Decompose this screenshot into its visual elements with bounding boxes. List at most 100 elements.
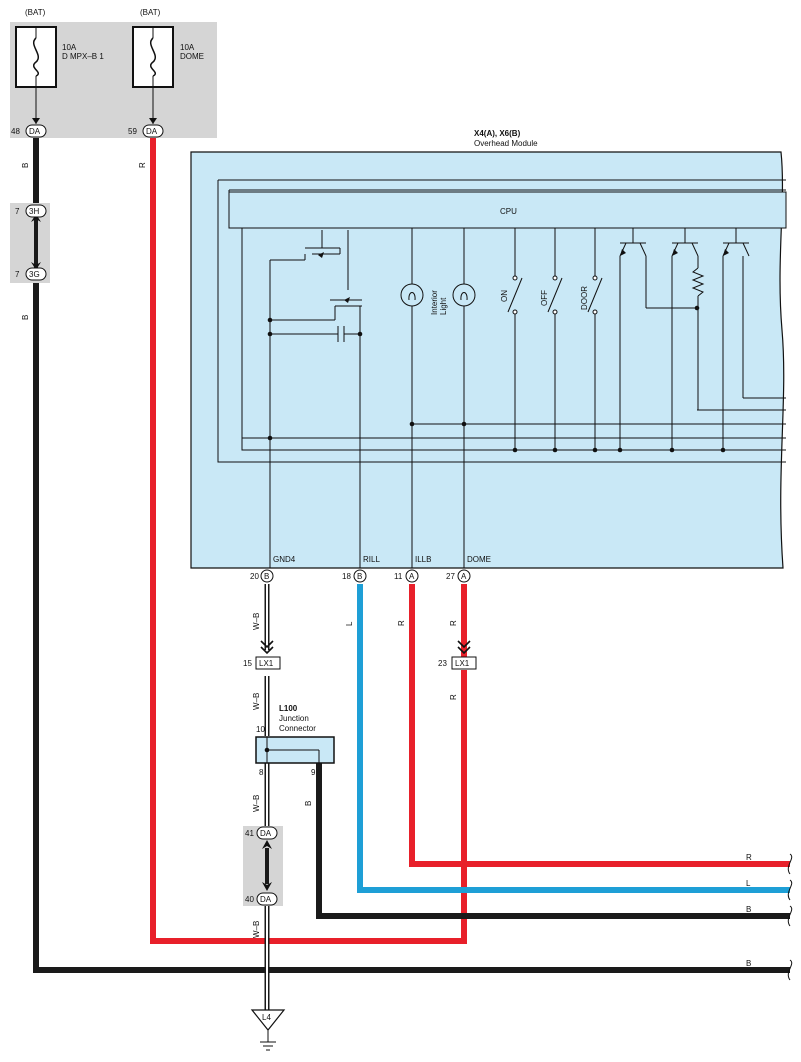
- junction-dot: [592, 447, 598, 453]
- wire-label: R: [397, 620, 406, 626]
- module-pin-18: B 18: [342, 569, 367, 583]
- switch-contact: [592, 309, 598, 315]
- svg-text:LX1: LX1: [259, 659, 274, 668]
- junction-label-1: Junction: [279, 714, 309, 723]
- wire-b-main: [33, 138, 790, 973]
- svg-text:15: 15: [243, 659, 252, 668]
- module-title: X4(A), X6(B): [474, 129, 521, 138]
- right-wire-label-l: L: [746, 879, 751, 888]
- connector-da41: DA 41: [245, 826, 278, 840]
- right-wire-label-b: B: [746, 905, 751, 914]
- fuse1-source: (BAT): [25, 8, 46, 17]
- svg-text:40: 40: [245, 895, 254, 904]
- transistor-circuit: [269, 230, 362, 568]
- switch-off-label: OFF: [540, 290, 549, 306]
- junction-dot: [409, 421, 415, 427]
- wire-break-icons: [787, 853, 793, 981]
- junction-dot: [357, 331, 363, 337]
- svg-text:DA: DA: [260, 895, 272, 904]
- svg-text:18: 18: [342, 572, 351, 581]
- pin-label-rill: RILL: [363, 555, 380, 564]
- svg-text:DA: DA: [260, 829, 272, 838]
- module-pin-11: A 11: [394, 569, 419, 583]
- right-wire-label-b2: B: [746, 959, 751, 968]
- fuse1-rating: 10A: [62, 43, 77, 52]
- junction-dot: [720, 447, 726, 453]
- svg-text:A: A: [461, 572, 467, 581]
- pin-label-dome: DOME: [467, 555, 491, 564]
- svg-text:48: 48: [11, 127, 20, 136]
- connector-da40: DA 40: [245, 892, 278, 906]
- arrow-icon: [723, 249, 729, 256]
- switch-contact: [512, 275, 518, 281]
- module-pin-27: A 27: [446, 569, 471, 583]
- switch-contact: [512, 309, 518, 315]
- switch-door-label: DOOR: [580, 286, 589, 310]
- junction-dot: [461, 421, 467, 427]
- wire-label: B: [21, 163, 30, 168]
- wire-label: W–B: [252, 613, 261, 630]
- module-subtitle: Overhead Module: [474, 139, 538, 148]
- wire-b-junction: [316, 762, 790, 919]
- interior-light-label-2: Light: [439, 297, 448, 315]
- fuse2-source: (BAT): [140, 8, 161, 17]
- svg-text:11: 11: [394, 572, 403, 581]
- svg-text:LX1: LX1: [455, 659, 470, 668]
- cpu-block: [228, 191, 787, 229]
- fuse-icon: [150, 37, 156, 77]
- svg-text:23: 23: [438, 659, 447, 668]
- arrow-icon: [318, 252, 324, 258]
- svg-text:B: B: [264, 572, 269, 581]
- junction-pin-10: 10: [256, 725, 265, 734]
- switch-contact: [552, 275, 558, 281]
- pin-label-illb: ILLB: [415, 555, 431, 564]
- wire-label: W–B: [252, 795, 261, 812]
- output-transistors: [619, 228, 750, 450]
- junction-dot: [552, 447, 558, 453]
- junction-dot: [512, 447, 518, 453]
- connector-3g: 3G 7: [15, 267, 47, 281]
- pin-label-gnd4: GND4: [273, 555, 296, 564]
- arrow-icon: [32, 118, 40, 124]
- wire-label: R: [449, 620, 458, 626]
- chevron-down-icon: [262, 882, 272, 891]
- chevron-up-icon: [31, 214, 41, 222]
- module-pin-20: B 20: [250, 569, 274, 583]
- connector-da48: DA 48: [11, 124, 47, 138]
- cpu-label: CPU: [500, 207, 517, 216]
- svg-text:41: 41: [245, 829, 254, 838]
- switch-contact: [552, 309, 558, 315]
- junction-connector-l100: [255, 736, 335, 764]
- junction-dot: [694, 305, 700, 311]
- switch-on-label: ON: [500, 290, 509, 302]
- wire-label: R: [138, 162, 147, 168]
- svg-text:A: A: [409, 572, 415, 581]
- chevron-down-icon: [260, 640, 274, 655]
- svg-text:3G: 3G: [29, 270, 40, 279]
- fuse-icon: [33, 37, 39, 77]
- svg-text:7: 7: [15, 270, 20, 279]
- svg-text:59: 59: [128, 127, 137, 136]
- wire-label: W–B: [252, 921, 261, 938]
- svg-text:DA: DA: [29, 127, 41, 136]
- arrow-icon: [672, 249, 678, 256]
- fuse1-name: D MPX–B 1: [62, 52, 104, 61]
- wire-label: B: [21, 315, 30, 320]
- svg-text:3H: 3H: [29, 207, 39, 216]
- connector-lx1-15: LX1 15: [243, 656, 281, 670]
- ground-l4: L4: [250, 1009, 286, 1051]
- wire-label: R: [449, 694, 458, 700]
- arrow-icon: [344, 297, 350, 303]
- arrow-icon: [149, 118, 157, 124]
- wire-l-rill: [357, 584, 790, 893]
- wire-label: B: [304, 801, 313, 806]
- wire-r-illb: [409, 584, 790, 867]
- wire-label: W–B: [252, 693, 261, 710]
- arrow-icon: [620, 249, 626, 256]
- junction-pin-9: 9: [311, 768, 316, 777]
- wire-r-dome: [150, 138, 467, 944]
- junction-label-2: Connector: [279, 724, 316, 733]
- svg-text:7: 7: [15, 207, 20, 216]
- svg-text:DA: DA: [146, 127, 158, 136]
